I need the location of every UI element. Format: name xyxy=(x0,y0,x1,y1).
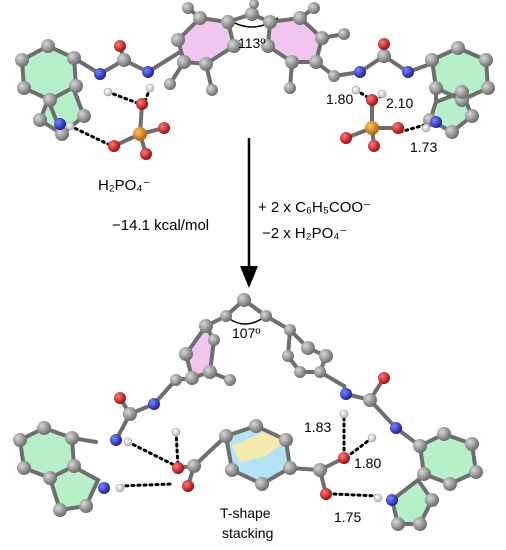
bottom-right-indole-benzo-ring xyxy=(420,434,476,484)
bottom-hbonds xyxy=(118,416,380,498)
bottom-nitrogen-atoms xyxy=(98,388,402,506)
top-right-indole-benzo-ring xyxy=(432,48,488,100)
bottom-carbon-atoms xyxy=(13,293,483,531)
stacking-label-line-1: T-shape xyxy=(220,505,271,521)
anion-label: H₂PO₄⁻ xyxy=(98,177,150,194)
top-distance-label-1: 1.80 xyxy=(326,91,353,107)
bottom-hydrogen-atoms xyxy=(115,409,383,503)
bottom-right-indole-pyrrole-ring xyxy=(392,480,432,524)
bottom-distance-label-2: 1.80 xyxy=(354,455,381,471)
top-complex: 113º 1.80 2.10 1.73 H₂PO₄⁻ xyxy=(15,0,495,194)
top-distance-label-2: 2.10 xyxy=(386,95,413,111)
top-left-phenyl-ring xyxy=(178,18,234,64)
bottom-complex: 107º 1.83 1.80 1.75 T-shape stacking xyxy=(13,293,483,541)
top-phosphorus-atoms xyxy=(133,121,379,141)
top-angle-label: 113º xyxy=(238,35,265,51)
top-right-phenyl-ring xyxy=(268,18,322,62)
stacking-label-line-2: stacking xyxy=(222,525,273,541)
top-hydrogen-atoms xyxy=(65,83,431,133)
reaction-arrow xyxy=(240,138,258,288)
top-carbon-atoms xyxy=(15,0,495,141)
reaction-add-label: + 2 x C₆H₅COO⁻ xyxy=(258,199,371,216)
top-distance-label-3: 1.73 xyxy=(410,139,437,155)
top-oxygen-atoms xyxy=(108,38,404,160)
bottom-stacked-ring-overlap xyxy=(232,432,286,462)
reaction-remove-label: −2 x H₂PO₄⁻ xyxy=(262,225,347,242)
bottom-angle-label: 107º xyxy=(232,325,260,341)
top-left-indole-benzo-ring xyxy=(22,46,76,100)
bottom-distance-label-3: 1.75 xyxy=(334,509,361,525)
bottom-left-phenyl-ring xyxy=(186,326,214,378)
bottom-distance-label-1: 1.83 xyxy=(304,419,331,435)
top-nitrogen-atoms xyxy=(54,66,442,130)
bottom-oxygen-atoms xyxy=(114,372,390,500)
reaction-energy-label: −14.1 kcal/mol xyxy=(112,217,209,234)
bottom-left-indole-benzo-ring xyxy=(20,428,74,478)
bottom-angle-arc xyxy=(225,315,267,325)
